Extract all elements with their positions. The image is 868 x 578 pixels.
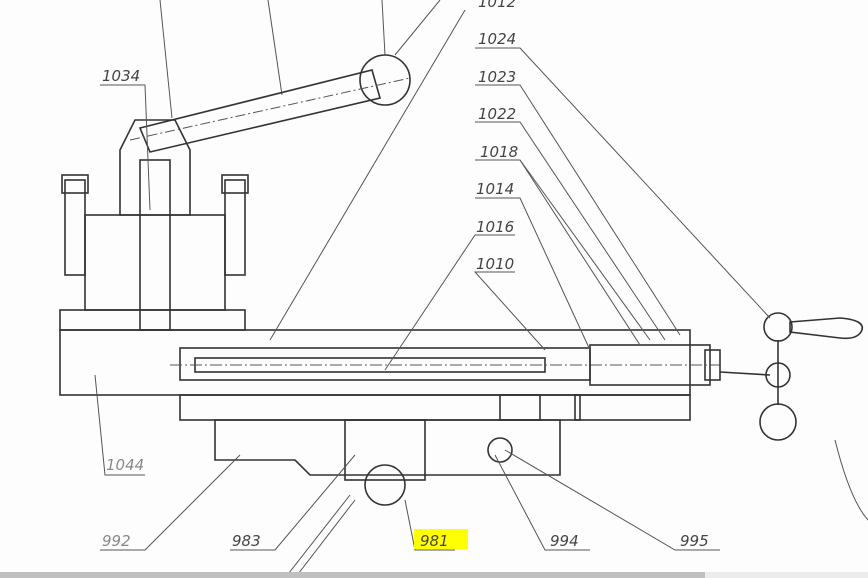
label-1024: 1024 xyxy=(478,30,516,48)
label-1034: 1034 xyxy=(102,67,140,85)
label-983: 983 xyxy=(232,532,261,550)
cross-slide xyxy=(59,329,771,421)
horizontal-scrollbar[interactable] xyxy=(0,572,868,578)
label-1018: 1018 xyxy=(480,143,518,161)
label-981: 981 xyxy=(420,532,449,550)
label-995: 995 xyxy=(680,532,709,550)
tool-post xyxy=(59,119,249,331)
label-1010: 1010 xyxy=(476,255,514,273)
label-1014: 1014 xyxy=(476,180,514,198)
part-labels: 1012 1024 1023 1022 1018 1014 1016 1010 … xyxy=(102,0,709,550)
leader-lines xyxy=(94,0,771,578)
label-1044: 1044 xyxy=(106,456,144,474)
saddle-base xyxy=(214,419,561,506)
upper-rods xyxy=(159,0,386,119)
label-994: 994 xyxy=(550,532,579,550)
lever-handle xyxy=(129,54,411,153)
label-992: 992 xyxy=(102,532,131,550)
search-highlight xyxy=(414,529,468,549)
handwheel xyxy=(759,312,868,521)
label-1012: 1012 xyxy=(478,0,516,11)
label-1023: 1023 xyxy=(478,68,516,86)
label-1022: 1022 xyxy=(478,105,516,123)
label-1016: 1016 xyxy=(476,218,514,236)
scrollbar-thumb[interactable] xyxy=(0,572,705,578)
